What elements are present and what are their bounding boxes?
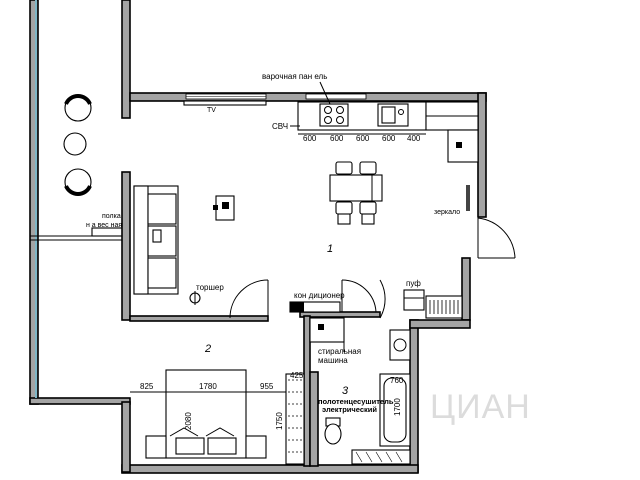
room-number-3: 3	[342, 385, 349, 397]
balcony-table	[63, 132, 87, 156]
shoe-rack	[425, 295, 463, 319]
dim-bedroom-right: 955	[260, 382, 274, 391]
air-conditioner: кон диционер	[289, 291, 345, 313]
pouf	[403, 289, 425, 311]
dim-closet-depth: 1750	[275, 412, 284, 430]
towel-heater-label: полотенцесушитель электрический	[318, 397, 396, 414]
tall-cabinet	[447, 129, 479, 163]
dining-table	[329, 174, 383, 202]
floor-lamp-label: торшер	[196, 283, 224, 292]
balcony-shelf-label: полка н а вес ная	[86, 213, 123, 229]
dim-bath-side: 1700	[393, 398, 402, 416]
hob	[319, 103, 349, 127]
watermark: ЦИАН	[430, 388, 531, 426]
room-number-1: 1	[327, 243, 333, 255]
entrance-door	[477, 217, 516, 259]
tv	[183, 100, 267, 106]
bathroom: стиральная машина 3 760 1700 полотенцесу…	[309, 317, 411, 465]
nightstand-left	[145, 435, 167, 459]
dim-bed-width: 1780	[199, 382, 217, 391]
mirror-label: зеркало	[434, 209, 460, 216]
balcony-chair-bottom	[64, 168, 92, 196]
kitchen-width-3: 600	[356, 134, 370, 143]
kitchen-width-4: 600	[382, 134, 396, 143]
bathroom-cabinet	[309, 317, 345, 343]
bedroom-door	[229, 279, 386, 319]
living-room: торшер 1	[133, 185, 333, 305]
kitchen: варочная пан ель СВЧ 600 600 600 600 400…	[183, 72, 479, 163]
mirror: зеркало	[434, 185, 470, 216]
dim-closet-top: 425	[290, 371, 304, 380]
balcony: полка н а вес ная	[29, 0, 131, 405]
bathroom-sink	[389, 329, 411, 361]
hallway: пуф	[403, 279, 463, 319]
oven-label: СВЧ	[272, 122, 288, 131]
room-number-2: 2	[204, 343, 211, 355]
bathroom-shelf	[351, 449, 411, 465]
nightstand-right	[245, 435, 267, 459]
kitchen-width-2: 600	[330, 134, 344, 143]
air-conditioner-label: кон диционер	[294, 291, 345, 300]
pouf-label: пуф	[406, 279, 421, 288]
toilet	[324, 423, 342, 445]
balcony-shelf	[91, 227, 125, 237]
wardrobe	[285, 373, 305, 465]
kitchen-width-1: 600	[303, 134, 317, 143]
windows	[185, 93, 367, 100]
dim-bed-length: 2080	[184, 412, 193, 430]
balcony-chair-top	[64, 94, 92, 122]
tv-label: TV	[207, 107, 216, 114]
dim-bath-length: 760	[390, 376, 404, 385]
dim-bedroom-left: 825	[140, 382, 154, 391]
bedroom: 2 825 1780 955 2080 425 1750	[130, 343, 305, 465]
washing-machine-label: стиральная машина	[318, 347, 363, 365]
hob-label: варочная пан ель	[262, 72, 327, 81]
dining-table-set	[329, 161, 383, 225]
kitchen-width-5: 400	[407, 134, 421, 143]
